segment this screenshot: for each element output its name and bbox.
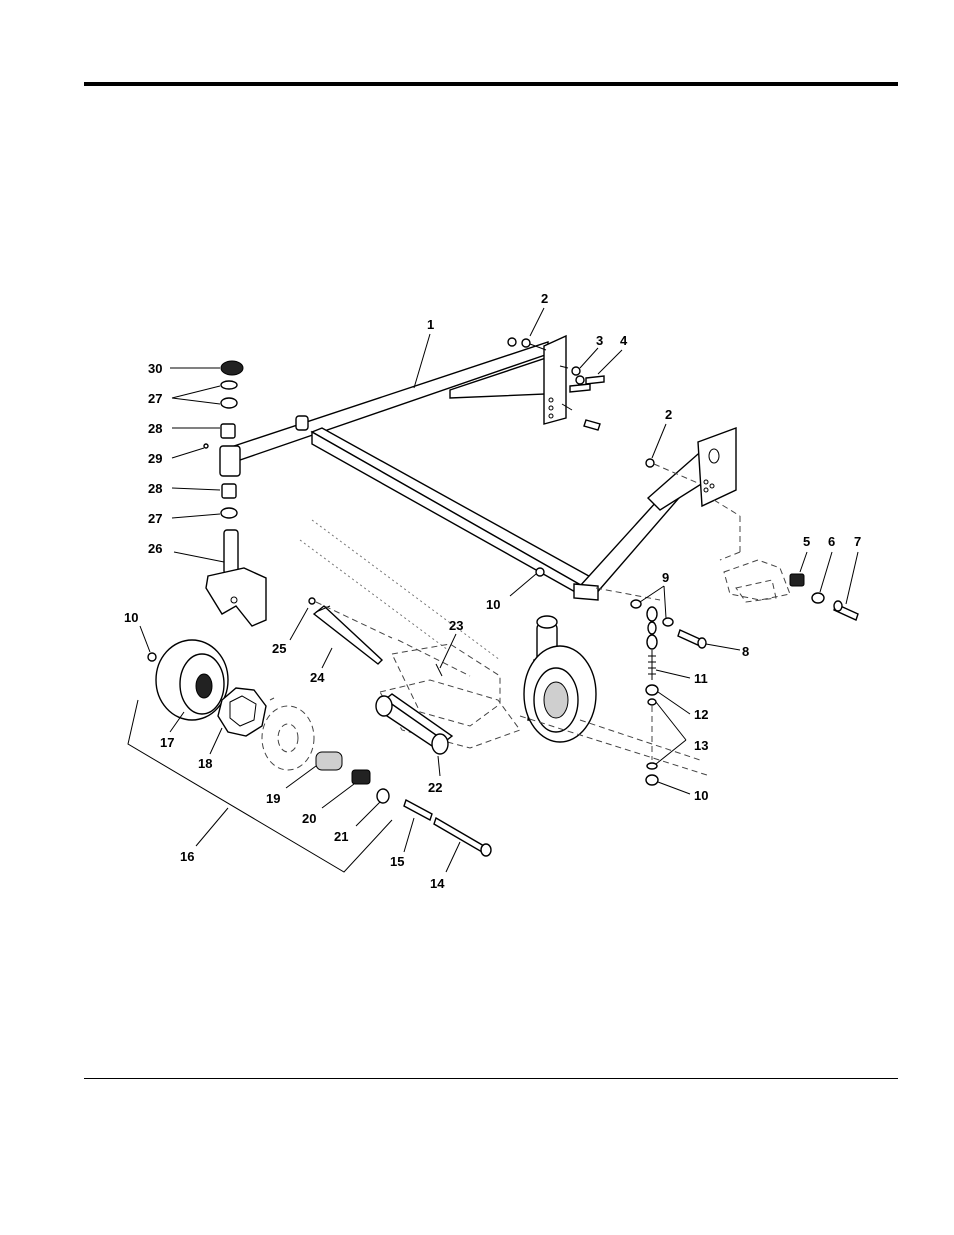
label-part-7: 7 [854, 534, 861, 549]
label-part-29: 29 [148, 451, 162, 466]
label-part-28: 28 [148, 421, 162, 436]
label-part-3: 3 [596, 333, 603, 348]
label-part-10: 10 [486, 597, 500, 612]
label-part-17: 17 [160, 735, 174, 750]
label-part-20: 20 [302, 811, 316, 826]
label-part-2: 2 [541, 291, 548, 306]
label-part-27: 27 [148, 511, 162, 526]
bottom-rule [84, 1078, 898, 1079]
label-part-28: 28 [148, 481, 162, 496]
label-part-26: 26 [148, 541, 162, 556]
label-part-8: 8 [742, 644, 749, 659]
label-part-5: 5 [803, 534, 810, 549]
label-part-30: 30 [148, 361, 162, 376]
label-part-23: 23 [449, 618, 463, 633]
label-part-9: 9 [662, 570, 669, 585]
label-part-2: 2 [665, 407, 672, 422]
label-part-10: 10 [694, 788, 708, 803]
label-part-1: 1 [427, 317, 434, 332]
label-part-14: 14 [430, 876, 445, 891]
label-part-4: 4 [620, 333, 628, 348]
label-part-12: 12 [694, 707, 708, 722]
label-part-24: 24 [310, 670, 325, 685]
label-part-6: 6 [828, 534, 835, 549]
label-part-25: 25 [272, 641, 286, 656]
label-part-21: 21 [334, 829, 348, 844]
label-part-27: 27 [148, 391, 162, 406]
right-caster [524, 616, 596, 742]
label-part-19: 19 [266, 791, 280, 806]
label-part-10: 10 [124, 610, 138, 625]
frame-assembly [220, 336, 736, 600]
label-part-22: 22 [428, 780, 442, 795]
left-pivot-stack [204, 361, 266, 626]
label-part-18: 18 [198, 756, 212, 771]
label-part-15: 15 [390, 854, 404, 869]
label-part-11: 11 [694, 671, 708, 686]
roller-assembly [309, 598, 452, 754]
label-part-13: 13 [694, 738, 708, 753]
label-part-16: 16 [180, 849, 194, 864]
